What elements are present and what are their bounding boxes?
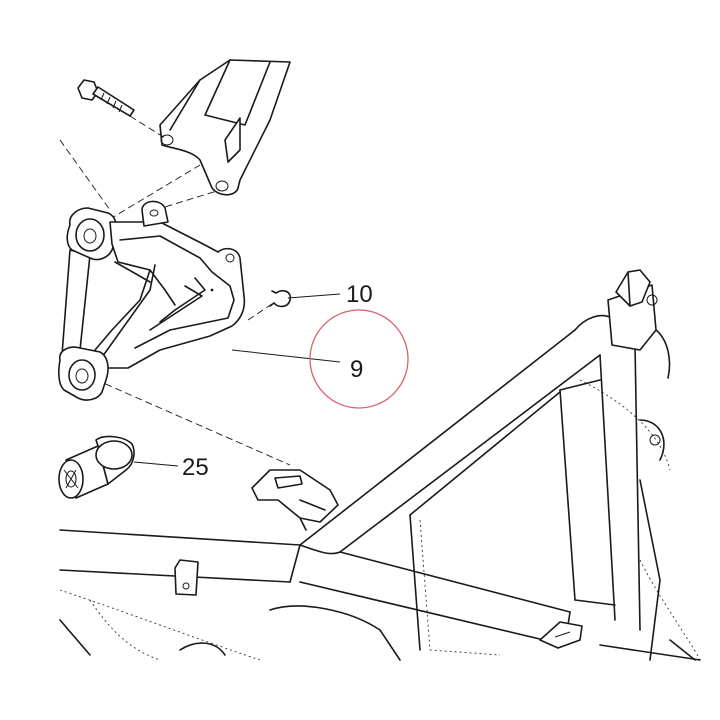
frame-plate	[251, 469, 339, 531]
highlight-circle	[309, 309, 409, 409]
leader-line-9	[231, 349, 341, 363]
upper-mount-bracket	[159, 59, 291, 196]
part-25-bush	[58, 435, 135, 499]
bolt	[77, 79, 135, 117]
part-9-bracket	[58, 200, 246, 401]
callout-label-10: 10	[346, 281, 373, 308]
leader-line-25	[133, 461, 179, 467]
leader-line-10	[287, 293, 341, 299]
callout-label-25: 25	[182, 454, 209, 481]
assembly-guide-lines	[59, 115, 291, 466]
callout-label-9: 9	[350, 356, 363, 383]
frame-structure	[59, 269, 701, 661]
part-10-clip	[269, 290, 292, 308]
